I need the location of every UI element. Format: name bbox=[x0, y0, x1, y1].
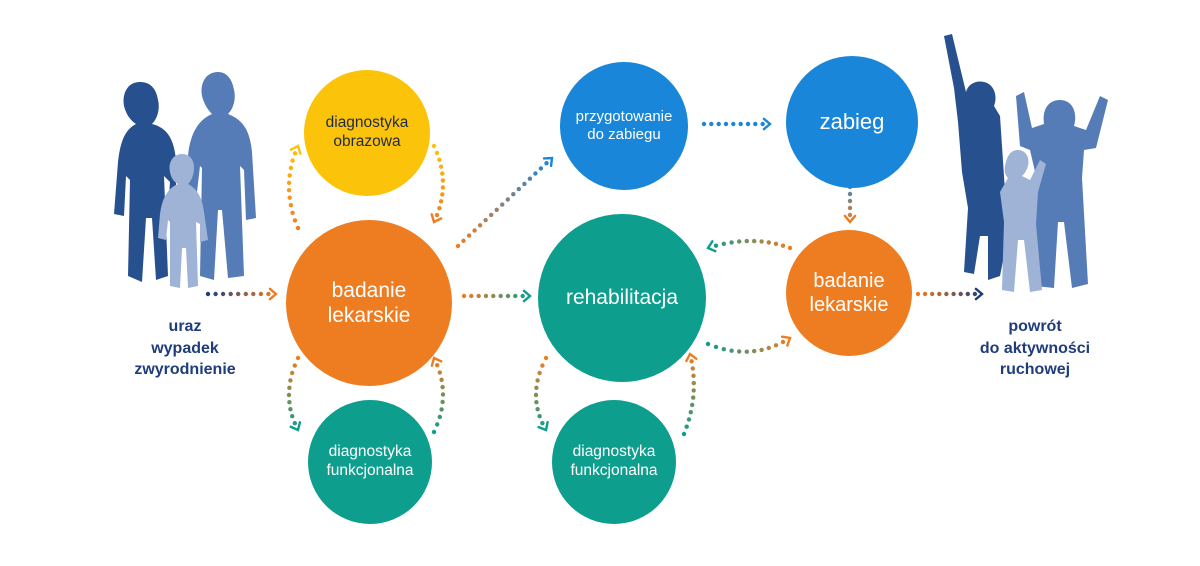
celebrating-family-silhouette-icon bbox=[944, 34, 1108, 292]
zabieg-node: zabieg bbox=[786, 56, 918, 188]
diagnostyka-obrazowa-node: diagnostyka obrazowa bbox=[304, 70, 430, 196]
node-label: badanie lekarskie bbox=[809, 270, 889, 316]
node-label: diagnostyka funkcjonalna bbox=[570, 443, 658, 479]
rehabilitacja-node: rehabilitacja bbox=[538, 214, 706, 382]
arrow-badanie-to-obrazowa bbox=[286, 144, 302, 231]
node-label: badanie lekarskie bbox=[327, 278, 411, 327]
node-label: przygotowanie do zabiegu bbox=[575, 108, 673, 143]
arrow-badanie-2-to-end bbox=[915, 287, 984, 301]
family-silhouette-icon bbox=[114, 72, 256, 288]
arrow-rehabilitacja-to-funkcjonalna-2 bbox=[533, 355, 549, 432]
diagnostyka-funkcjonalna-node-2: diagnostyka funkcjonalna bbox=[552, 400, 676, 524]
node-label: rehabilitacja bbox=[565, 286, 679, 310]
arrow-badanie-to-funkcjonalna-1 bbox=[286, 355, 302, 432]
node-label: diagnostyka funkcjonalna bbox=[326, 443, 414, 479]
arrow-badanie-2-to-rehabilitacja bbox=[706, 238, 793, 253]
arrow-funkcjonalna-1-to-badanie bbox=[430, 356, 446, 435]
przygotowanie-do-zabiegu-node: przygotowanie do zabiegu bbox=[560, 62, 688, 190]
node-label: diagnostyka obrazowa bbox=[325, 114, 409, 150]
node-label: zabieg bbox=[819, 108, 885, 134]
arrow-przygotowanie-to-zabieg bbox=[701, 117, 772, 131]
arrow-badanie-to-rehabilitacja bbox=[461, 289, 532, 303]
arrow-obrazowa-to-badanie bbox=[430, 143, 446, 224]
arrow-badanie-to-przygotowanie bbox=[455, 156, 554, 249]
arrow-rehabilitacja-to-badanie-2 bbox=[705, 335, 792, 354]
start-caption: uraz wypadek zwyrodnienie bbox=[134, 318, 236, 379]
arrow-funkcjonalna-2-to-rehabilitacja bbox=[681, 352, 698, 437]
badanie-lekarskie-node-1: badanie lekarskie bbox=[286, 220, 452, 386]
diagnostyka-funkcjonalna-node-1: diagnostyka funkcjonalna bbox=[308, 400, 432, 524]
arrow-start-to-badanie bbox=[205, 287, 278, 301]
badanie-lekarskie-node-2: badanie lekarskie bbox=[786, 230, 912, 356]
end-caption: powrót do aktywności ruchowej bbox=[979, 318, 1091, 379]
